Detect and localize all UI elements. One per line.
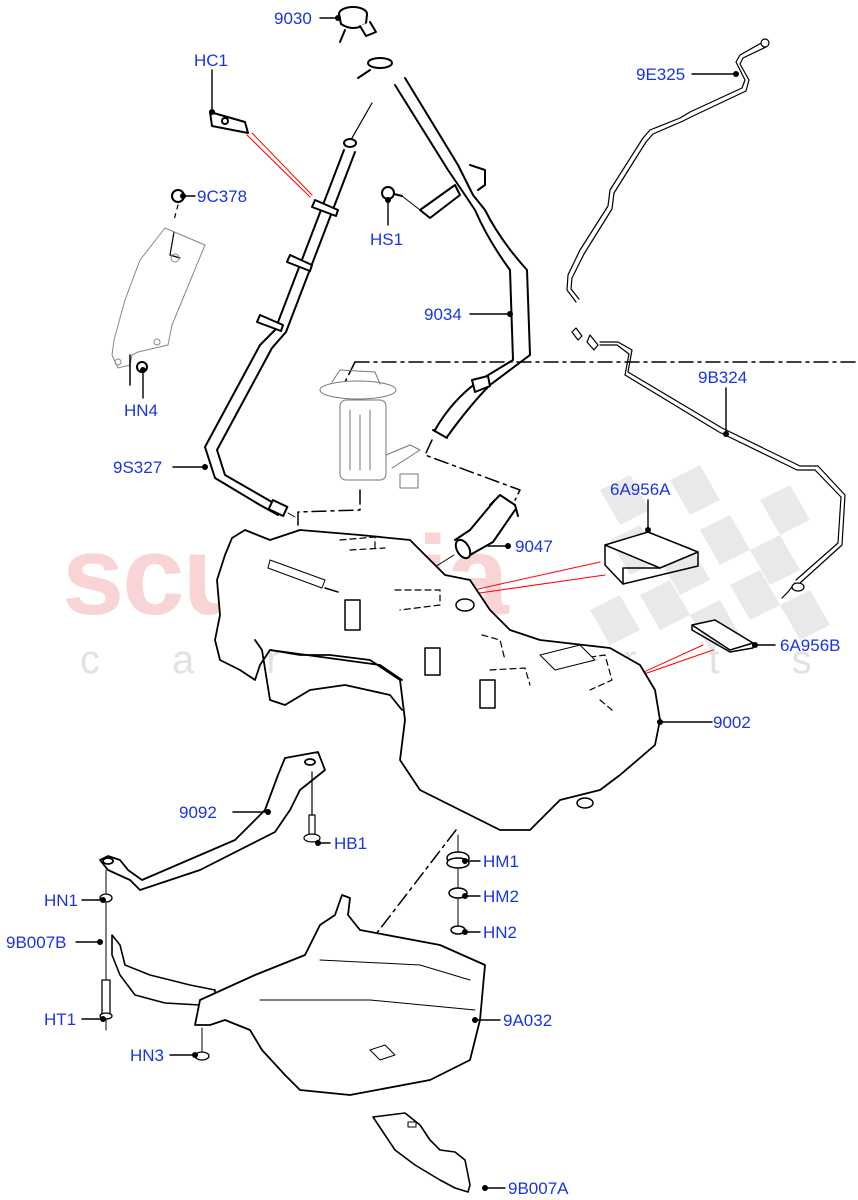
bracket-outline-drawing	[111, 227, 206, 369]
callout-hn2[interactable]: HN2	[483, 923, 518, 942]
callout-9002[interactable]: 9002	[713, 713, 751, 732]
screw-hs1-drawing	[381, 186, 421, 211]
callout-hm2[interactable]: HM2	[483, 887, 519, 906]
tank-detail-dashes	[339, 536, 613, 711]
callout-9a032[interactable]: 9A032	[503, 1011, 553, 1030]
vent-hose-drawing	[204, 102, 373, 518]
heat-shield-9b007a-drawing	[372, 1112, 471, 1193]
clip-hc1-drawing	[209, 111, 249, 134]
heat-shield-9a032-drawing	[194, 894, 486, 1096]
callout-9047[interactable]: 9047	[515, 537, 553, 556]
fuel-tank-drawing	[214, 529, 661, 831]
callout-9b007b[interactable]: 9B007B	[6, 933, 67, 952]
callout-9030[interactable]: 9030	[274, 9, 312, 28]
clip-9c378-drawing	[169, 189, 185, 259]
callout-hb1[interactable]: HB1	[334, 834, 368, 853]
callout-9c378[interactable]: 9C378	[197, 187, 248, 206]
pad-6a956a-drawing	[604, 531, 699, 585]
callout-9e325[interactable]: 9E325	[636, 65, 686, 84]
pad-6a956b-drawing	[691, 619, 754, 653]
fuel-pump-module-drawing	[319, 369, 421, 489]
callout-9034[interactable]: 9034	[424, 305, 462, 324]
assembly-leader-lines	[297, 361, 858, 956]
callout-9b007a[interactable]: 9B007A	[508, 1179, 569, 1198]
filler-pipe-drawing	[357, 57, 531, 439]
callout-ht1[interactable]: HT1	[44, 1010, 77, 1029]
tank-fittings	[267, 559, 596, 809]
heat-shield-9b007b-drawing	[111, 934, 216, 1006]
tank-strap-drawing	[99, 751, 326, 891]
left-stud-stack-drawing	[99, 869, 113, 1031]
callout-dots	[97, 15, 758, 1191]
callout-6a956a[interactable]: 6A956A	[610, 480, 671, 499]
bolt-hb1-drawing	[303, 771, 321, 843]
callout-hm1[interactable]: HM1	[483, 852, 519, 871]
callout-hn3[interactable]: HN3	[130, 1046, 165, 1065]
callout-hs1[interactable]: HS1	[370, 230, 404, 249]
mount-stack-drawing	[446, 834, 470, 935]
callout-hn4[interactable]: HN4	[124, 401, 159, 420]
callout-9092[interactable]: 9092	[179, 803, 217, 822]
callout-hc1[interactable]: HC1	[194, 51, 229, 70]
filler-hose-drawing	[429, 494, 519, 571]
callout-9b324[interactable]: 9B324	[698, 368, 748, 387]
filler-cap-drawing	[338, 6, 377, 43]
callout-hn1[interactable]: HN1	[44, 891, 79, 910]
callout-6a956b[interactable]: 6A956B	[780, 636, 841, 655]
fuel-line-drawing	[566, 38, 846, 599]
callout-9s327[interactable]: 9S327	[113, 458, 163, 477]
